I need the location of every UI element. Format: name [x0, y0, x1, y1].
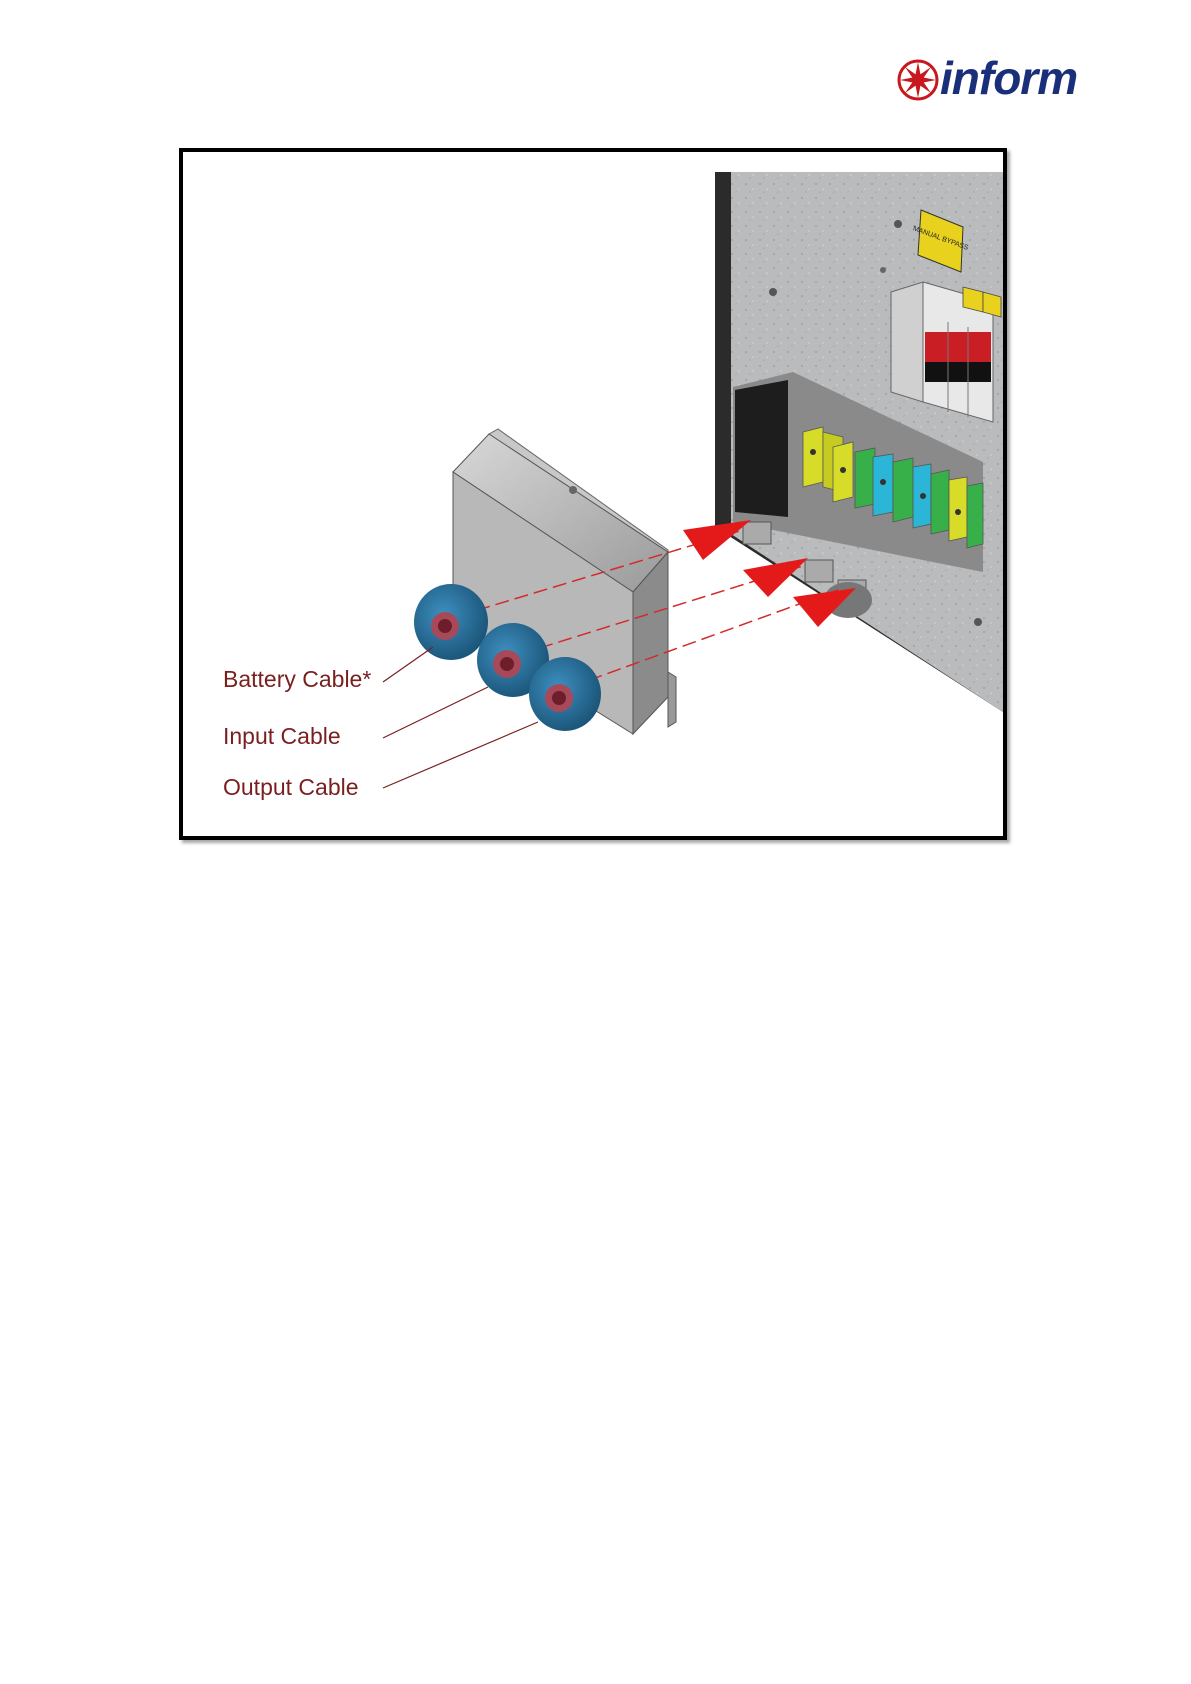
logo-text: inform [940, 52, 1077, 104]
output-cable-label: Output Cable [223, 774, 359, 801]
inform-star-logo-icon [896, 58, 940, 102]
input-cable-label: Input Cable [223, 723, 341, 750]
cable-installation-figure: MANUAL BYPASS [179, 148, 1007, 840]
inform-logo: inform [896, 52, 1096, 104]
battery-gland [414, 584, 488, 660]
battery-cable-label: Battery Cable* [223, 666, 371, 693]
output-gland [529, 657, 601, 731]
